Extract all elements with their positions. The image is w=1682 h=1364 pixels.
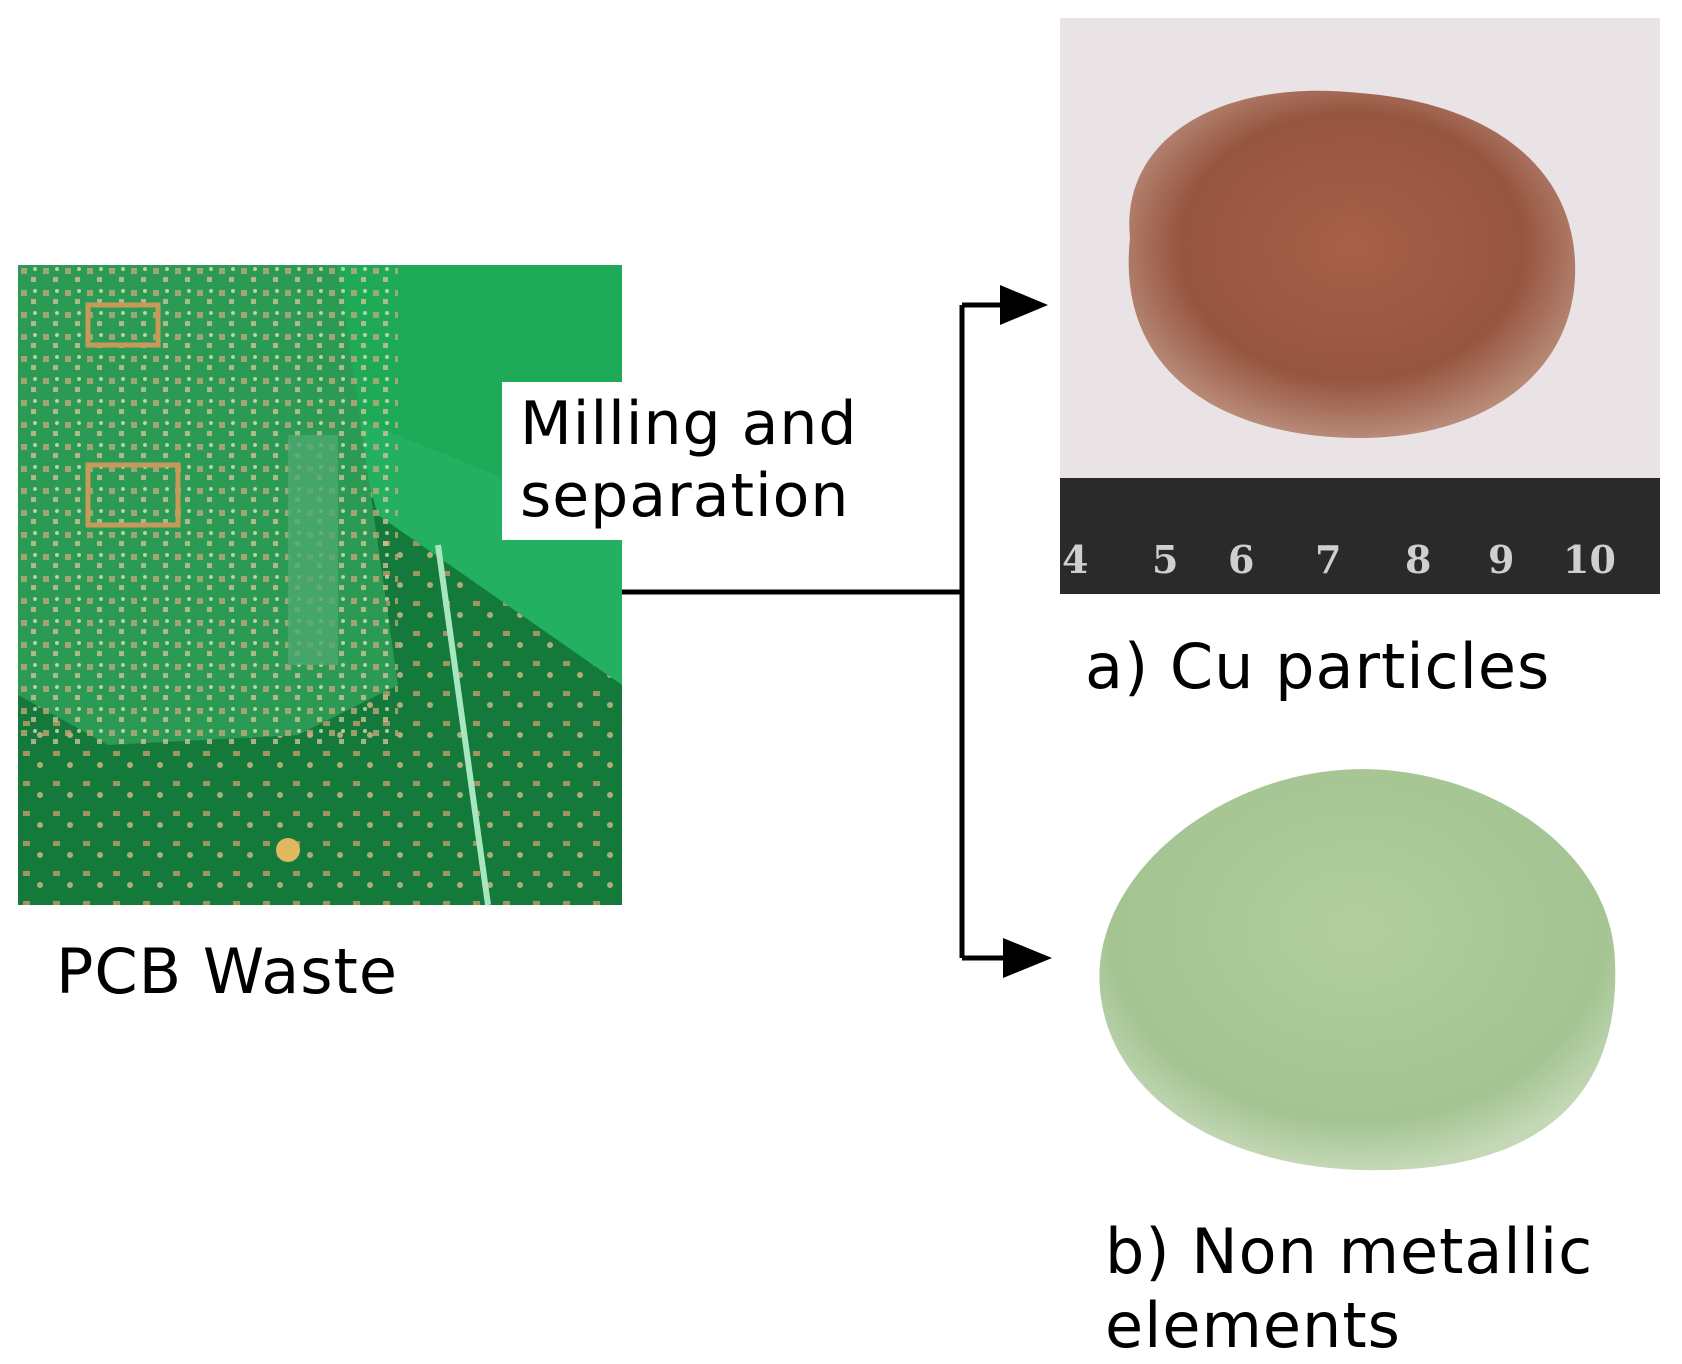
non-metallic-label-line: b) Non metallic	[1105, 1215, 1594, 1288]
ruler-tick: 4	[1062, 537, 1088, 582]
non-metallic-image	[1099, 769, 1616, 1171]
pcb-waste-label: PCB Waste	[56, 935, 399, 1008]
cu-particles-image: 4 5 6 7 8 9 10	[1060, 18, 1660, 594]
process-step-label: Milling and separation	[502, 382, 874, 540]
process-step-line: separation	[520, 461, 850, 531]
non-metallic-label: b) Non metallic elements	[1105, 1215, 1593, 1364]
arrow-head-nonmetal	[1003, 938, 1052, 978]
ruler-tick: 10	[1563, 537, 1616, 582]
ruler-tick: 7	[1315, 537, 1341, 582]
process-step-line: Milling and	[520, 389, 858, 459]
pcb-waste-image	[18, 265, 622, 905]
non-metallic-label-line: elements	[1105, 1289, 1401, 1363]
ruler-tick: 9	[1488, 537, 1514, 582]
ruler-tick: 5	[1152, 537, 1178, 582]
ruler-tick: 6	[1228, 537, 1254, 582]
arrow-head-cu	[1000, 285, 1048, 325]
ruler: 4 5 6 7 8 9 10	[1062, 537, 1616, 582]
ruler-tick: 8	[1405, 537, 1431, 582]
cu-particles-label: a) Cu particles	[1085, 630, 1551, 703]
